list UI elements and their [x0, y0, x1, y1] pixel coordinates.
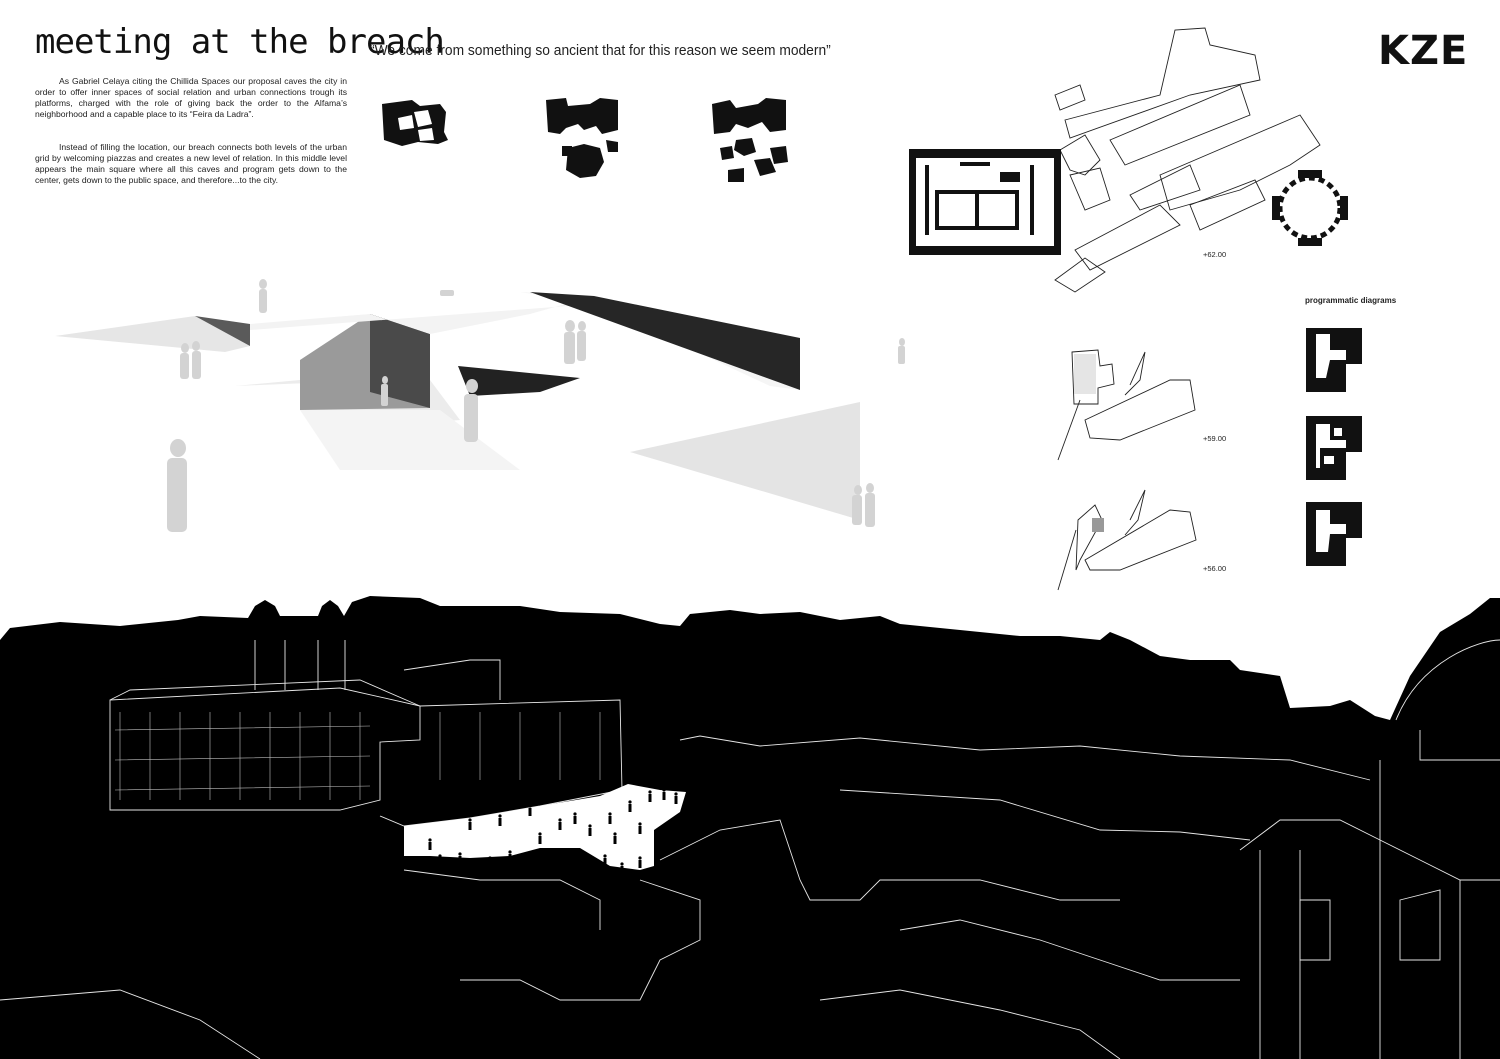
program-diagram-3: [1306, 502, 1362, 566]
page-title: meeting at the breach: [35, 22, 445, 62]
program-diagram-2: [1306, 416, 1362, 480]
concept-diagram-1: [382, 100, 448, 146]
diagrams-title: programmatic diagrams: [1305, 296, 1397, 305]
crowd-figures: [428, 788, 678, 874]
studio-logo: KZE: [1378, 28, 1469, 74]
description-paragraph-2: Instead of filling the location, our bre…: [35, 142, 347, 185]
quote-text: “We come from something so ancient that …: [370, 42, 831, 59]
program-diagram-1: [1306, 328, 1362, 392]
church-plan: [1272, 170, 1348, 246]
level-label-59: +59.00: [1203, 434, 1227, 443]
concept-diagram-3: [712, 98, 788, 182]
level-label-56: +56.00: [1203, 564, 1227, 573]
concept-diagram-2: [546, 98, 618, 178]
description-paragraph-1: As Gabriel Celaya citing the Chillida Sp…: [35, 76, 347, 119]
level-label-62: +62.00: [1203, 250, 1227, 259]
